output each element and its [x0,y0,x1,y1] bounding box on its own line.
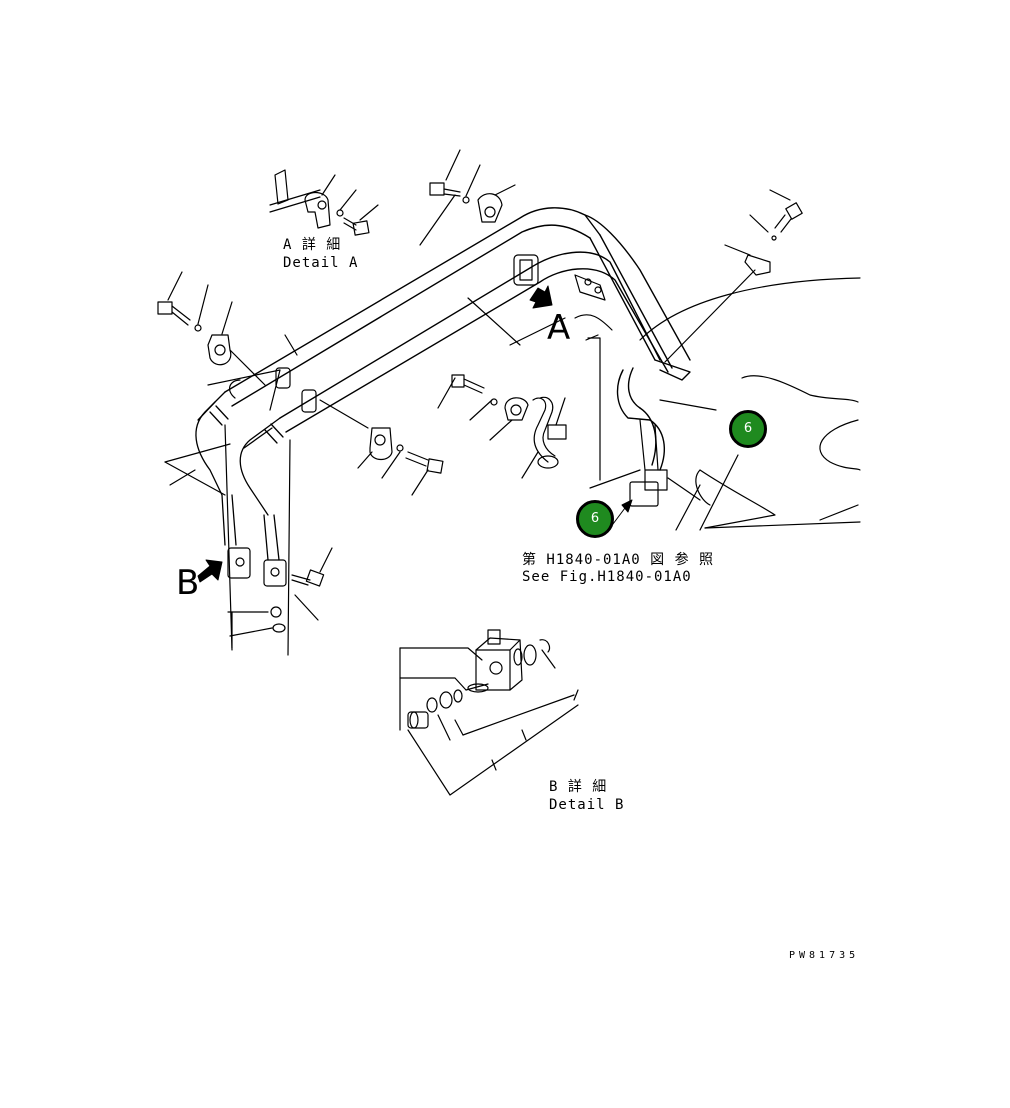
detail-a-drawing [269,169,379,236]
reference-en: See Fig.H1840-01A0 [522,569,692,585]
top-right-bolt-assembly [664,189,803,363]
hydraulic-pipes [224,207,691,471]
boom-outline [639,277,861,529]
view-marker-a: A [547,308,571,348]
detail-a-title-jp: A 詳 細 [283,237,342,253]
part-callout-6-upper[interactable]: 6 [729,410,767,448]
detail-b-drawing [399,629,579,796]
hoses [195,391,284,561]
part-callout-6-lower[interactable]: 6 [576,500,614,538]
detail-a-title-en: Detail A [283,255,359,271]
pipe-clamps [275,254,606,413]
view-arrows [197,285,633,583]
lower-clamp-assembly [319,399,444,496]
reference-jp: 第 H1840-01A0 図 参 照 [522,552,715,568]
drawing-code: PW81735 [789,950,860,961]
top-clamp-assembly [419,149,516,246]
center-clamp-assembly [437,297,567,479]
detail-b-title-en: Detail B [549,797,625,813]
block-b-assembly [227,547,333,649]
fitting-block [574,314,739,531]
view-marker-b: B [176,563,200,603]
left-clamp-assembly [157,271,298,386]
detail-b-title-jp: B 詳 細 [549,779,608,795]
